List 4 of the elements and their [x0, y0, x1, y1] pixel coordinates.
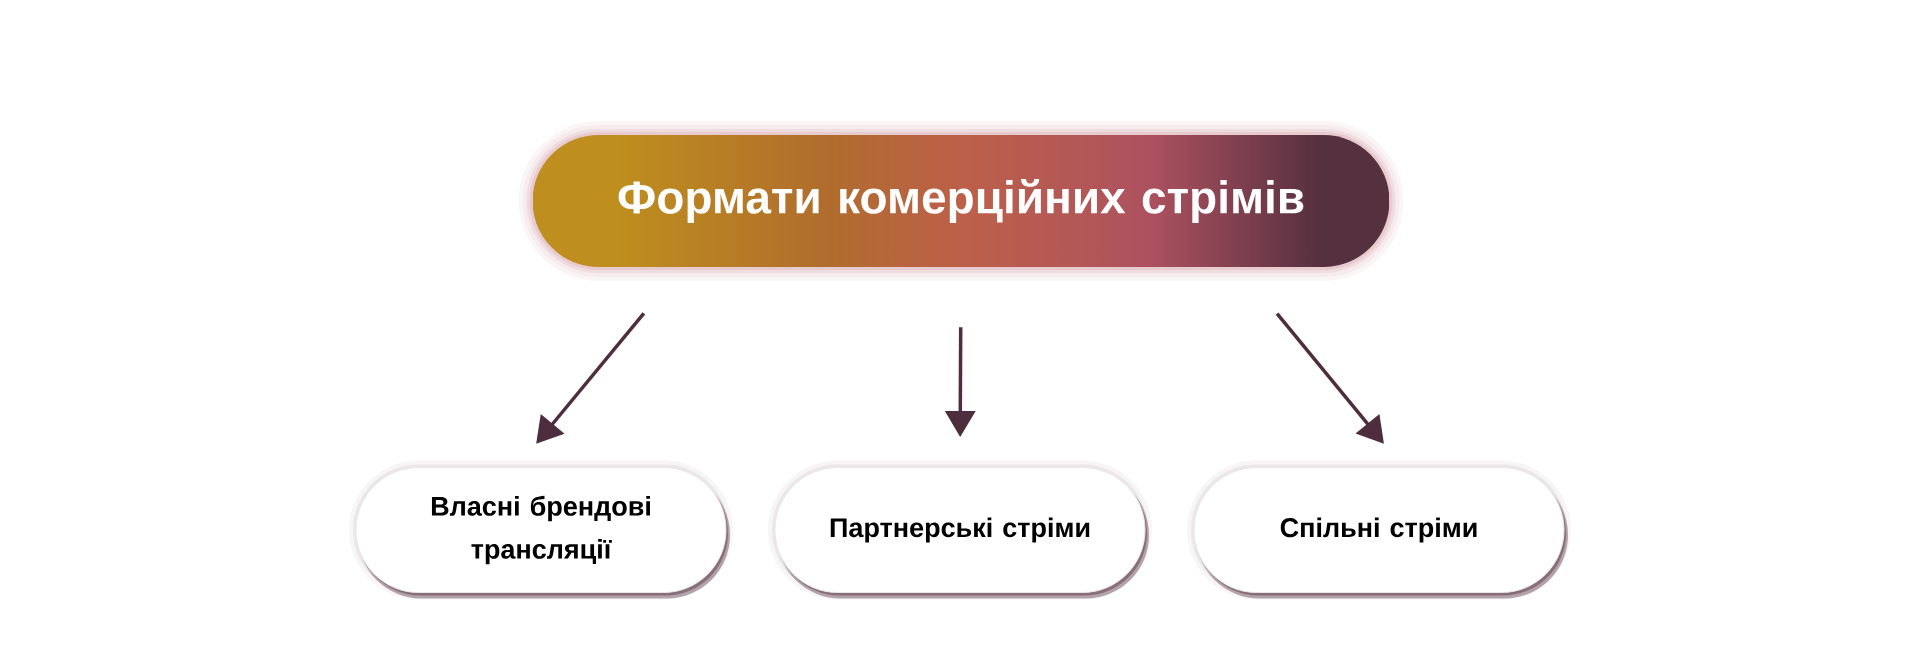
rounded-box: Партнерські стріми	[768, 460, 1152, 600]
rounded-box: Спільні стріми	[1187, 460, 1571, 600]
heading-pill: Формати комерційних стрімів	[518, 121, 1404, 281]
rounded-box: Власні брендові трансляції	[349, 460, 733, 600]
